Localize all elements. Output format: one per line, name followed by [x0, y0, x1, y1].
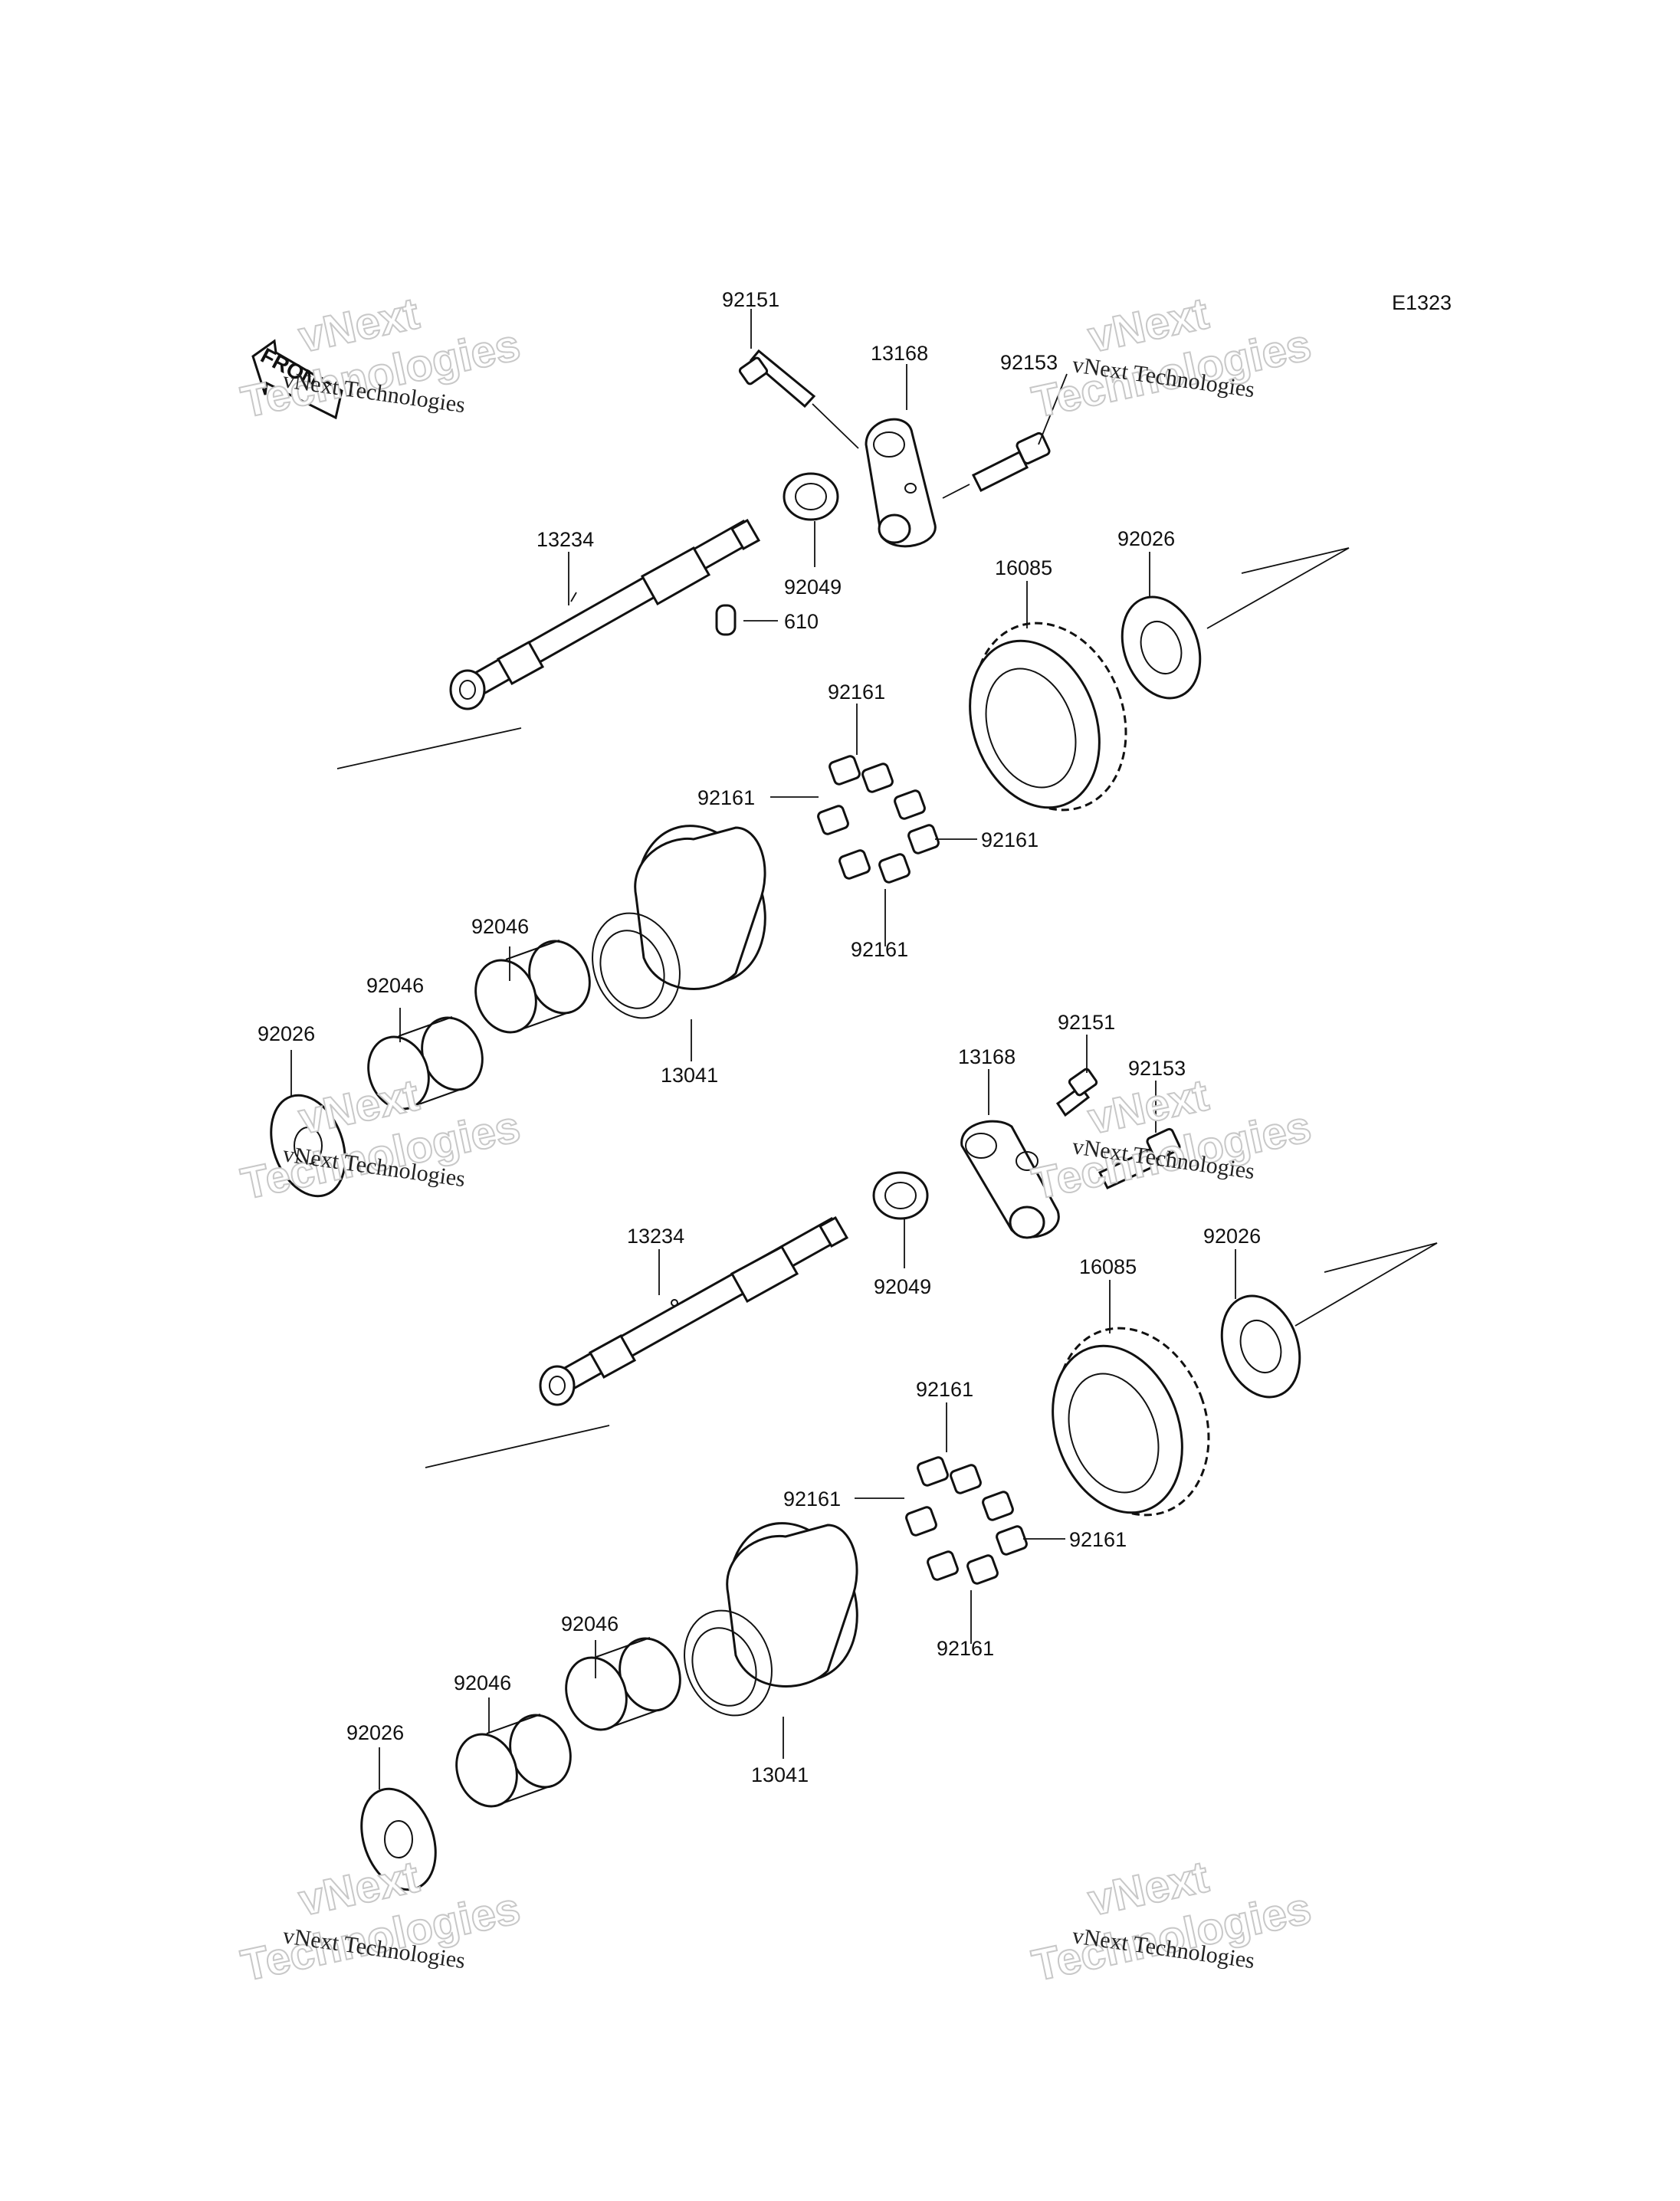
label-92161-lower-bottom: 92161: [937, 1637, 994, 1660]
watermark-bottom-right: vNext Technologies vNext Technologies: [1027, 1851, 1316, 1991]
label-13041-lower: 13041: [751, 1763, 809, 1786]
lower-hub: [684, 1522, 858, 1717]
lower-seal: [872, 1171, 929, 1220]
label-92161-lower-left: 92161: [783, 1488, 841, 1511]
label-92153-upper: 92153: [1000, 351, 1058, 374]
label-16085-lower: 16085: [1079, 1255, 1137, 1278]
upper-seal: [783, 472, 839, 521]
upper-pin: [715, 604, 737, 636]
lower-assembly: [360, 1035, 1438, 1891]
label-92049-lower: 92049: [874, 1275, 931, 1298]
watermark-top-right: vNext Technologies vNext Technologies: [1027, 287, 1316, 428]
label-92161-upper-right: 92161: [981, 828, 1039, 851]
label-92161-upper-left: 92161: [697, 786, 755, 809]
watermark-bottom-left: vNext Technologies vNext Technologies: [236, 1851, 525, 1991]
label-92026-lower-left: 92026: [346, 1721, 404, 1744]
label-92049-upper: 92049: [784, 576, 842, 599]
lower-shaft: [539, 1215, 849, 1406]
lower-damper-set: [905, 1456, 1028, 1585]
upper-bolt-top: [738, 349, 859, 449]
label-92026-upper-right: 92026: [1117, 527, 1175, 550]
upper-bearing-right: [474, 940, 591, 1034]
upper-washer-right: [1121, 595, 1202, 700]
lower-arm: [960, 1120, 1060, 1239]
label-92046-upper-left: 92046: [366, 974, 424, 997]
label-92153-lower: 92153: [1128, 1057, 1186, 1080]
label-13041-upper: 13041: [661, 1064, 718, 1087]
watermark-mid-right: vNext Technologies vNext Technologies: [1027, 1069, 1316, 1209]
label-92161-upper-bottom: 92161: [851, 938, 908, 961]
upper-arm: [865, 418, 937, 548]
label-13168-upper: 13168: [871, 342, 928, 365]
label-92161-lower-right: 92161: [1069, 1528, 1127, 1551]
label-92046-upper-right: 92046: [471, 915, 529, 938]
lower-gear: [1052, 1327, 1210, 1517]
label-92026-lower-right: 92026: [1203, 1225, 1261, 1248]
upper-hub: [592, 825, 766, 1019]
upper-washer-left: [270, 1094, 346, 1198]
label-13234-upper: 13234: [536, 528, 594, 551]
label-16085-upper: 16085: [995, 556, 1052, 579]
label-92046-lower-right: 92046: [561, 1612, 619, 1635]
label-92026-upper-left: 92026: [258, 1022, 315, 1045]
label-92161-lower-top: 92161: [916, 1378, 973, 1401]
label-610-upper: 610: [784, 610, 819, 633]
label-92151-lower: 92151: [1058, 1011, 1115, 1034]
upper-assembly: [270, 309, 1350, 1198]
lower-bearing-right: [565, 1637, 681, 1731]
label-92046-lower-left: 92046: [454, 1671, 511, 1694]
label-92151-upper: 92151: [722, 288, 779, 311]
upper-damper-set: [817, 755, 940, 884]
lower-washer-left: [360, 1787, 437, 1891]
label-13168-lower: 13168: [958, 1045, 1016, 1068]
upper-bearing-left: [367, 1016, 484, 1110]
upper-bolt-right: [942, 431, 1051, 499]
lower-bolt-right: [1098, 1127, 1181, 1189]
diagram-code: E1323: [1392, 291, 1452, 314]
upper-shaft: [449, 518, 761, 710]
lower-washer-right: [1220, 1294, 1301, 1399]
label-92161-upper-top: 92161: [828, 681, 885, 704]
upper-gear: [969, 622, 1127, 812]
label-13234-lower: 13234: [627, 1225, 684, 1248]
lower-bolt-top: [1055, 1068, 1098, 1117]
lower-bearing-left: [455, 1714, 572, 1808]
